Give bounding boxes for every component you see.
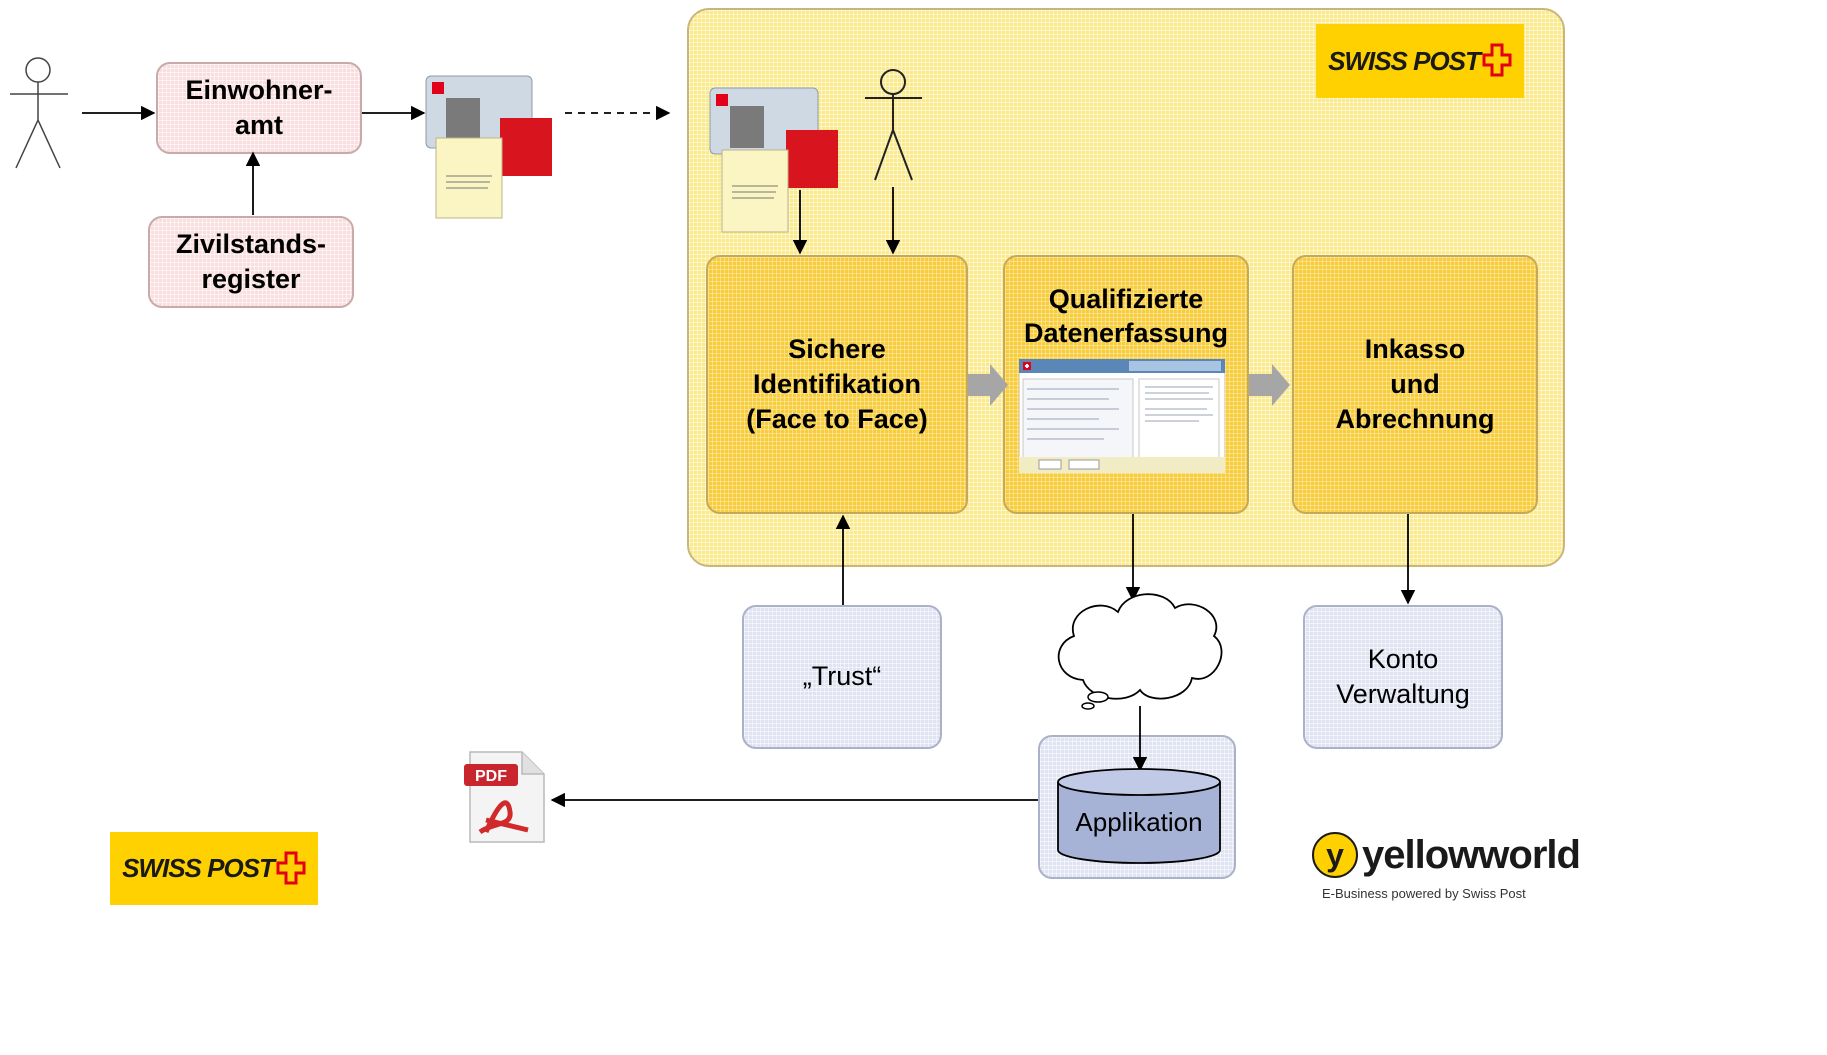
applikation-label: Applikation [1075, 807, 1203, 838]
officer-stick-figure-icon [865, 69, 922, 181]
gray-arrow-identifikation-to-datenerfassung [968, 364, 1008, 406]
pdf-file-icon: PDF [464, 751, 545, 843]
swiss-post-logo-bottom-text: SWISS POST [122, 853, 275, 883]
gray-arrow-datenerfassung-to-inkasso [1249, 364, 1290, 406]
id-documents-icon-container [709, 87, 838, 233]
identifikation-label: Sichere Identifikation (Face to Face) [746, 333, 928, 435]
cloud-icon [1057, 593, 1223, 710]
swiss-post-logo-top: SWISS POST [1316, 24, 1524, 98]
datenerfassung-label: Qualifizierte Datenerfassung [1023, 284, 1229, 348]
swiss-post-logo-text: SWISS POST [1328, 45, 1481, 76]
database-cylinder-icon [1057, 768, 1221, 864]
swiss-post-cross-icon-bottom [276, 851, 306, 884]
citizen-stick-figure-icon [10, 57, 68, 169]
konto-verwaltung-label: Konto Verwaltung [1336, 643, 1470, 709]
inkasso-label: Inkasso und Abrechnung [1335, 333, 1495, 435]
id-documents-icon-left [425, 75, 552, 219]
yellowworld-logo: y yellowworld E-Business powered by Swis… [1310, 830, 1825, 905]
zivilstandsregister-label: Zivilstands- register [175, 228, 327, 294]
swiss-post-cross-icon [1482, 43, 1512, 77]
svg-text:y: y [1326, 837, 1344, 873]
zivilstandsregister-box: Zivilstands- register [148, 216, 354, 308]
yellowworld-wordmark: yellowworld [1362, 832, 1581, 877]
datenerfassung-box: Qualifizierte Datenerfassung [1003, 255, 1249, 514]
einwohneramt-label: Einwohner- amt [185, 74, 333, 140]
yellowworld-tagline: E-Business powered by Swiss Post [1322, 886, 1526, 901]
inkasso-box: Inkasso und Abrechnung [1292, 255, 1538, 514]
konto-verwaltung-box: Konto Verwaltung [1303, 605, 1503, 749]
identifikation-box: Sichere Identifikation (Face to Face) [706, 255, 968, 514]
trust-box: „Trust“ [742, 605, 942, 749]
yellowworld-y-icon: y [1312, 832, 1358, 878]
einwohneramt-box: Einwohner- amt [156, 62, 362, 154]
form-screenshot-thumbnail [1019, 359, 1225, 473]
trust-label: „Trust“ [802, 661, 882, 692]
swiss-post-logo-bottom: SWISS POST [110, 832, 318, 905]
pdf-label: PDF [475, 768, 507, 785]
